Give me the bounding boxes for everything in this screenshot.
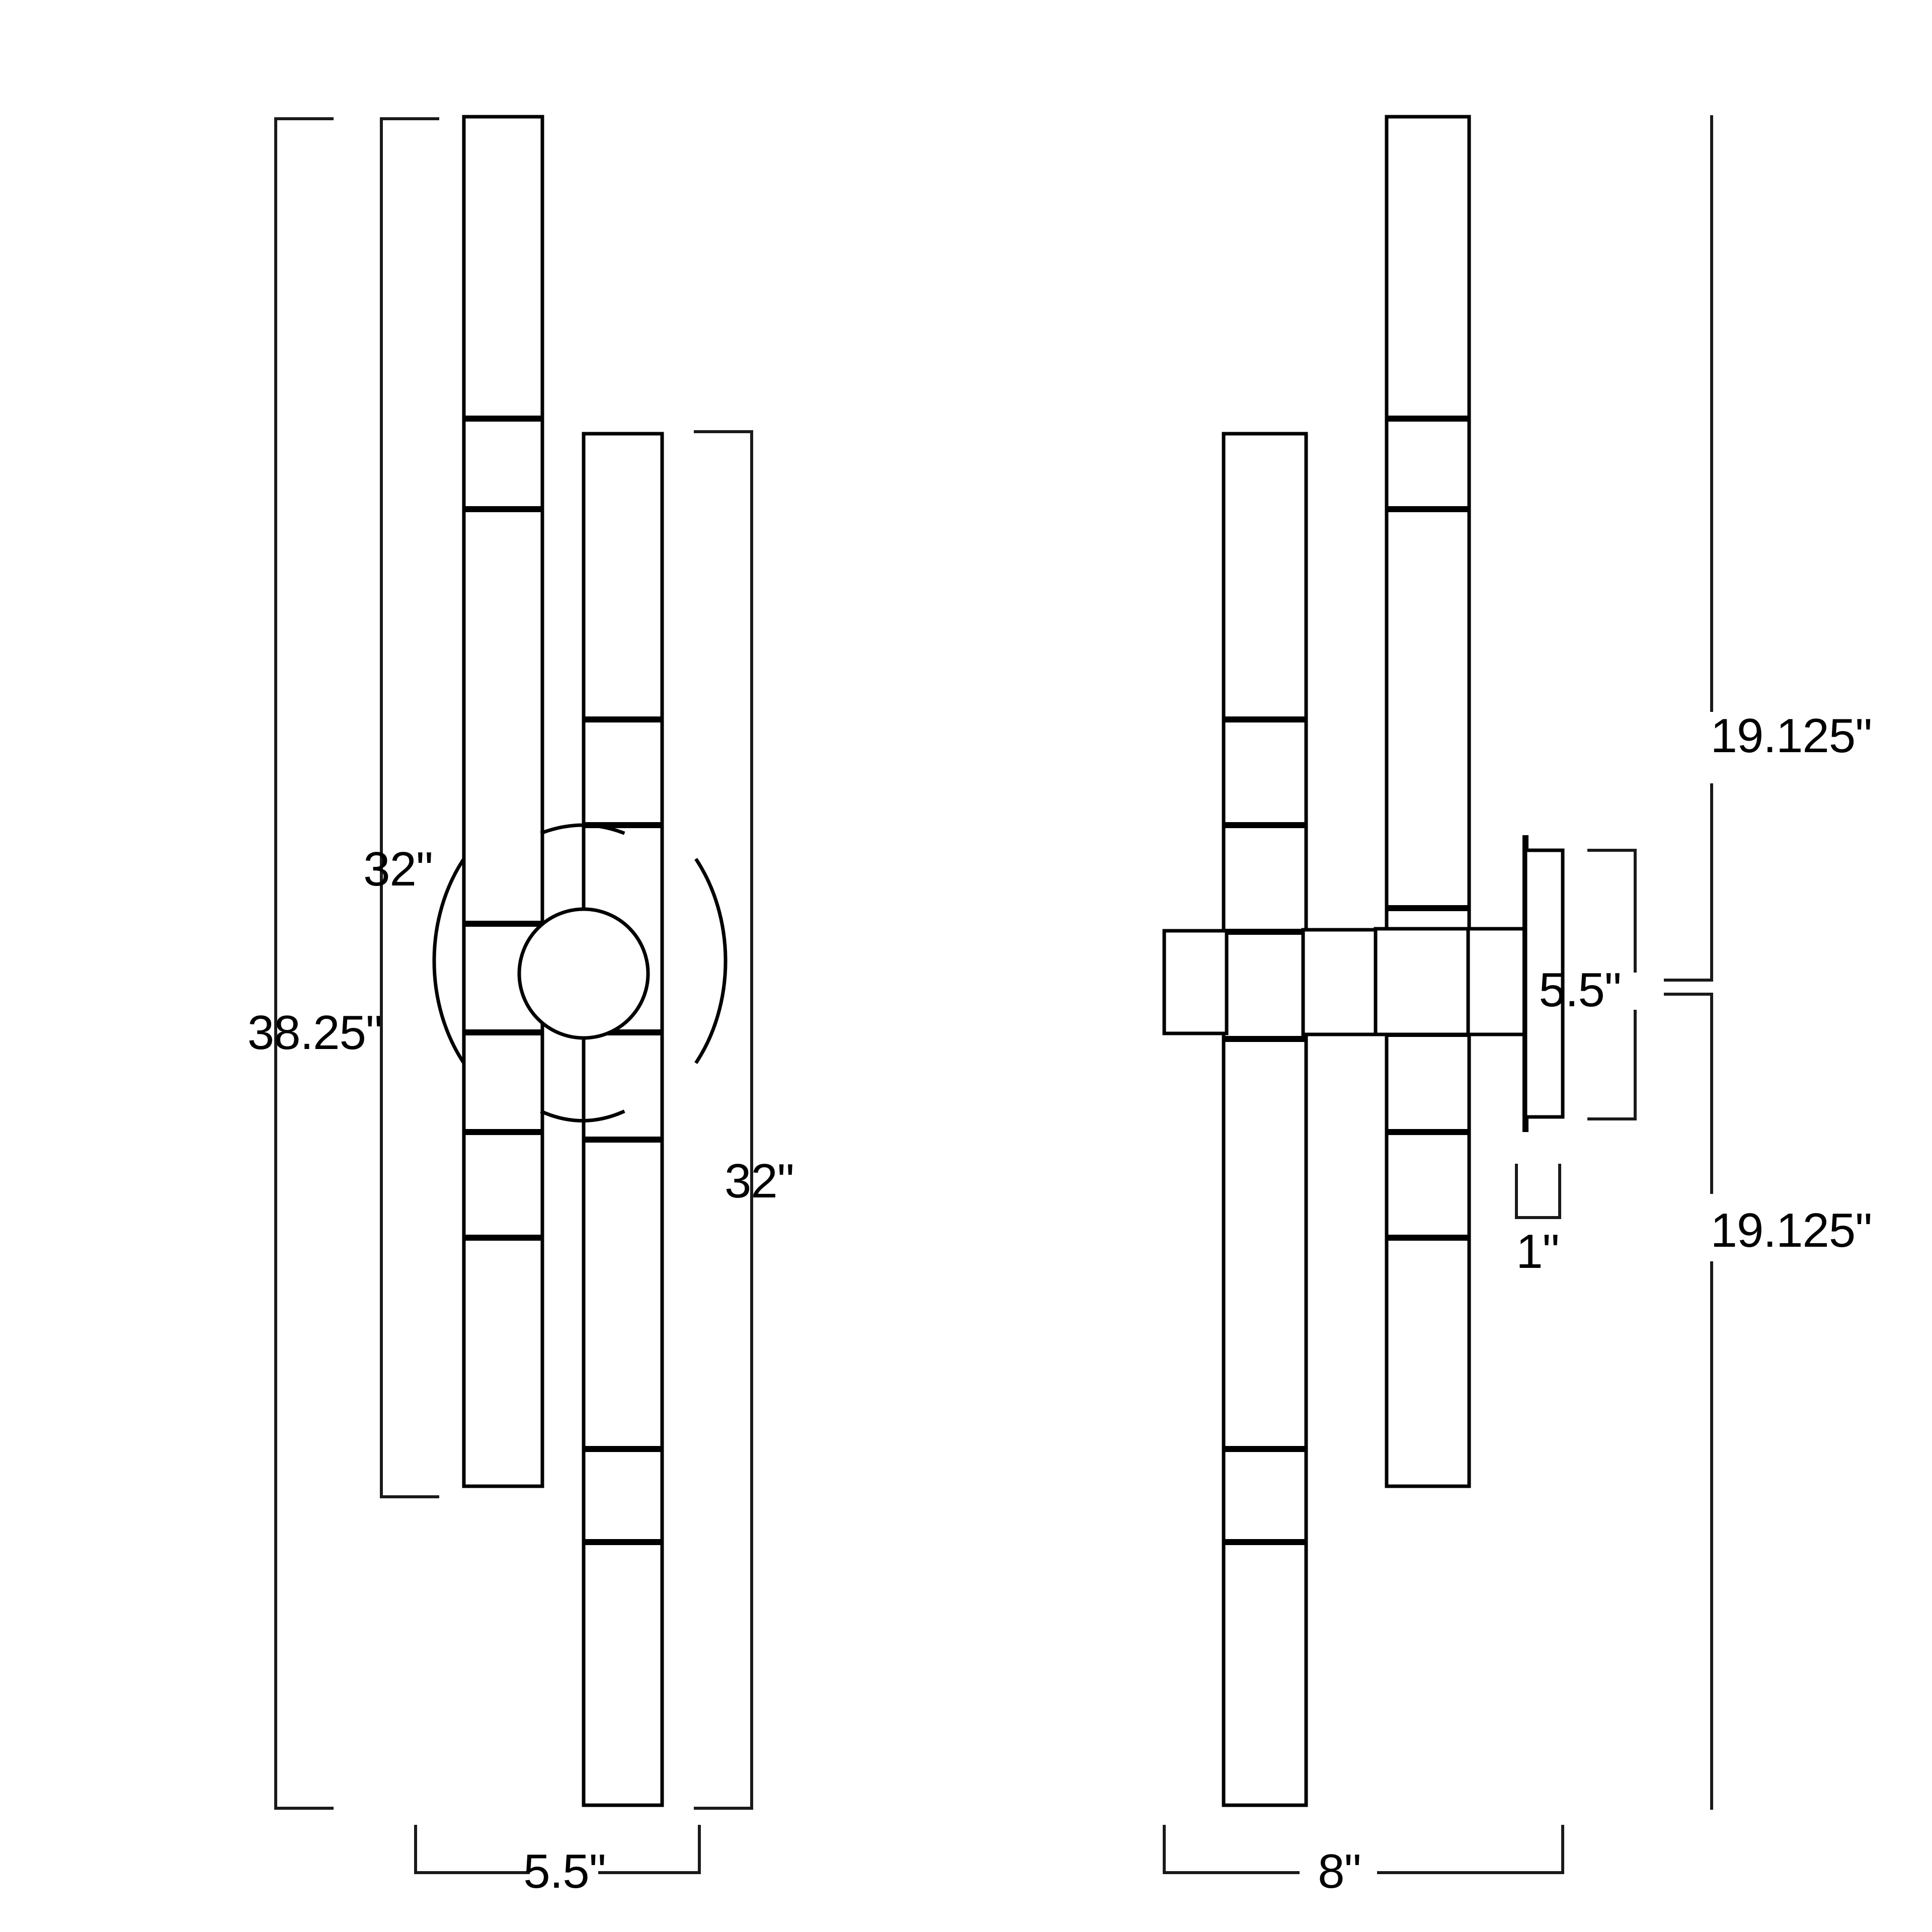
side-backplate-body xyxy=(1523,848,1565,1119)
dim-side-depth-line-right xyxy=(1377,1825,1564,1874)
side-backplate xyxy=(1522,835,1565,1132)
dim-front-width-line-right xyxy=(598,1825,701,1874)
dim-upper-segment-label: 19.125" xyxy=(1711,709,1872,763)
dim-upper-segment: 19.125" xyxy=(1664,115,1872,982)
dim-backplate-height-line-top xyxy=(1587,849,1637,973)
dim-overall-height-line xyxy=(274,117,334,1810)
dim-rod-b-length: 32" xyxy=(694,430,794,1810)
front-rod-left-body xyxy=(462,115,544,1488)
hub-collar-lower-arc xyxy=(540,1109,625,1122)
hub-boss-circle xyxy=(517,907,650,1040)
hub-collar-upper-arc xyxy=(540,823,625,835)
dim-rod-b-label: 32" xyxy=(725,1154,794,1208)
dim-lower-segment-label: 19.125" xyxy=(1711,1203,1872,1257)
dim-backplate-height-label: 5.5" xyxy=(1539,963,1621,1017)
dim-backplate-depth-line xyxy=(1515,1164,1561,1219)
dim-front-width-label: 5.5" xyxy=(523,1844,606,1898)
dim-backplate-depth-label: 1" xyxy=(1516,1225,1559,1278)
side-elevation-view: 19.125" 19.125" 5.5" 1" xyxy=(1162,115,1872,1898)
backplate-disc xyxy=(432,858,728,1064)
side-rod-rear xyxy=(1385,115,1471,1488)
side-arm-cap-left xyxy=(1162,929,1229,1035)
dim-rod-a-length: 32" xyxy=(363,117,439,1498)
dim-front-width-line-left xyxy=(414,1825,530,1874)
side-arm-segment-3 xyxy=(1466,927,1526,1036)
dim-rod-a-label: 32" xyxy=(363,842,433,896)
dim-side-depth-line-left xyxy=(1163,1825,1300,1874)
dim-front-width: 5.5" xyxy=(414,1825,701,1898)
side-arm-segment-1 xyxy=(1301,928,1380,1036)
side-rod-rear-body xyxy=(1385,115,1471,1488)
side-horizontal-arms xyxy=(1162,927,1526,1036)
side-rod-front xyxy=(1222,432,1308,1807)
dim-upper-segment-line-bottom xyxy=(1664,783,1713,982)
front-elevation-view: 38.25" 32" 32" 5.5" xyxy=(248,115,794,1898)
front-rod-left xyxy=(462,115,544,1488)
side-arm-segment-2 xyxy=(1374,927,1473,1036)
dim-lower-segment: 19.125" xyxy=(1664,993,1872,1810)
backplate-disc-left-arc xyxy=(432,858,465,1064)
dim-backplate-depth: 1" xyxy=(1515,1164,1561,1278)
dim-lower-segment-line-top xyxy=(1664,993,1713,1194)
side-rod-front-body xyxy=(1222,432,1308,1807)
front-center-hub xyxy=(517,823,650,1122)
dim-side-depth-label: 8" xyxy=(1318,1844,1360,1898)
dim-backplate-height-line-bottom xyxy=(1587,1010,1637,1120)
dim-backplate-height: 5.5" xyxy=(1539,849,1637,1120)
dim-side-depth: 8" xyxy=(1163,1825,1564,1898)
backplate-disc-right-arc xyxy=(694,858,728,1064)
dim-overall-height-label: 38.25" xyxy=(248,1006,382,1060)
dim-rod-a-line xyxy=(380,117,439,1498)
dim-overall-height: 38.25" xyxy=(248,117,383,1810)
dim-rod-b-line xyxy=(694,430,753,1810)
